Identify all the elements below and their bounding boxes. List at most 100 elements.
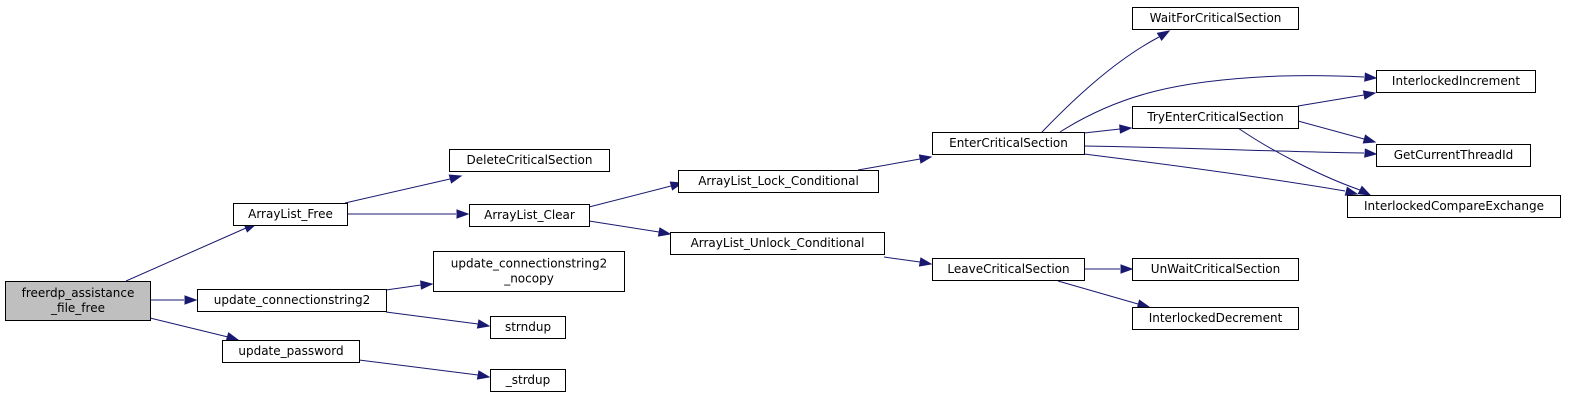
- node-interlockeddecrement[interactable]: InterlockedDecrement: [1132, 307, 1299, 330]
- edge-arraylist-lock-conditional-to-entercriticalsection: [857, 154, 933, 171]
- node-unwaitcriticalsection[interactable]: UnWaitCriticalSection: [1132, 258, 1299, 281]
- node-tryentercriticalsection[interactable]: TryEnterCriticalSection: [1132, 106, 1299, 129]
- node-box[interactable]: [433, 251, 625, 292]
- node-arraylist-unlock-conditional[interactable]: ArrayList_Unlock_Conditional: [670, 232, 885, 255]
- edge-line: [385, 311, 479, 325]
- arrowhead: [476, 319, 491, 329]
- node-box[interactable]: [1132, 258, 1299, 281]
- node-label: TryEnterCriticalSection: [1146, 110, 1283, 124]
- node-box[interactable]: [233, 203, 348, 226]
- edge-entercriticalsection-to-interlockedcompareexchange: [1083, 153, 1359, 196]
- edge-line: [883, 256, 921, 263]
- node-update-connectionstring2-nocopy[interactable]: update_connectionstring2_nocopy: [433, 251, 625, 292]
- arrowhead: [1119, 124, 1133, 134]
- node-freerdp-assistance-file-free[interactable]: freerdp_assistance_file_free: [5, 281, 151, 321]
- node-label: WaitForCriticalSection: [1150, 11, 1282, 25]
- node-box[interactable]: [1132, 106, 1299, 129]
- edge-freerdp-assistance-file-free-to-update-connectionstring2: [150, 295, 198, 305]
- arrowhead: [1120, 264, 1134, 274]
- node-box[interactable]: [490, 369, 566, 392]
- node-strdup[interactable]: _strdup: [490, 369, 566, 392]
- edge-line: [588, 220, 660, 233]
- node-box[interactable]: [1347, 195, 1561, 218]
- edge-entercriticalsection-to-waitforcriticalsection: [1041, 30, 1171, 133]
- arrowhead: [1357, 185, 1372, 196]
- node-update-password[interactable]: update_password: [222, 340, 360, 363]
- node-box[interactable]: [469, 204, 590, 227]
- edge-line: [344, 178, 451, 204]
- node-box[interactable]: [197, 289, 387, 312]
- node-label: DeleteCriticalSection: [467, 153, 593, 167]
- edge-line: [1059, 75, 1365, 133]
- edge-leavecriticalsection-to-unwaitcriticalsection: [1084, 264, 1134, 274]
- node-label: _nocopy: [503, 272, 554, 286]
- arrowhead: [1364, 72, 1378, 82]
- node-box[interactable]: [678, 170, 879, 193]
- edge-entercriticalsection-to-tryentercriticalsection: [1083, 124, 1133, 134]
- node-label: InterlockedDecrement: [1149, 311, 1283, 325]
- arrowhead: [1362, 90, 1377, 100]
- edge-tryentercriticalsection-to-interlockedincrement: [1297, 90, 1377, 107]
- edge-arraylist-free-to-deletecriticalsection: [344, 174, 463, 204]
- edge-freerdp-assistance-file-free-to-arraylist-free: [125, 223, 258, 282]
- node-arraylist-clear[interactable]: ArrayList_Clear: [469, 204, 590, 227]
- arrowhead: [1136, 299, 1151, 309]
- node-deletecriticalsection[interactable]: DeleteCriticalSection: [449, 149, 610, 172]
- node-arraylist-free[interactable]: ArrayList_Free: [233, 203, 348, 226]
- node-label: GetCurrentThreadId: [1394, 148, 1514, 162]
- node-label: update_connectionstring2: [451, 257, 607, 271]
- edge-tryentercriticalsection-to-interlockedcompareexchange: [1237, 127, 1372, 196]
- arrowhead: [448, 174, 463, 184]
- node-box[interactable]: [1376, 144, 1531, 167]
- edge-arraylist-clear-to-arraylist-lock-conditional: [588, 181, 684, 208]
- node-label: update_connectionstring2: [214, 293, 370, 307]
- edge-arraylist-free-to-arraylist-clear: [347, 209, 470, 219]
- node-getcurrentthreadid[interactable]: GetCurrentThreadId: [1376, 144, 1531, 167]
- node-box[interactable]: [490, 316, 566, 339]
- node-box[interactable]: [670, 232, 885, 255]
- node-waitforcriticalsection[interactable]: WaitForCriticalSection: [1132, 7, 1299, 30]
- node-box[interactable]: [1376, 70, 1536, 93]
- node-leavecriticalsection[interactable]: LeaveCriticalSection: [932, 258, 1085, 281]
- edge-arraylist-clear-to-arraylist-unlock-conditional: [588, 220, 672, 237]
- arrowhead: [918, 154, 933, 164]
- node-strndup[interactable]: strndup: [490, 316, 566, 339]
- node-entercriticalsection[interactable]: EnterCriticalSection: [932, 132, 1085, 155]
- node-interlockedincrement[interactable]: InterlockedIncrement: [1376, 70, 1536, 93]
- node-box[interactable]: [449, 149, 610, 172]
- arrowhead: [657, 227, 672, 237]
- node-box[interactable]: [222, 340, 360, 363]
- edge-update-password-to-strdup: [358, 359, 491, 380]
- edge-line: [1041, 36, 1160, 133]
- edges-layer: [125, 30, 1378, 380]
- arrowhead: [1362, 134, 1377, 144]
- node-box[interactable]: [932, 258, 1085, 281]
- edge-line: [1297, 120, 1365, 140]
- node-label: _strdup: [505, 373, 551, 387]
- node-label: UnWaitCriticalSection: [1151, 262, 1280, 276]
- node-label: _file_free: [50, 301, 105, 315]
- node-label: InterlockedIncrement: [1392, 74, 1520, 88]
- edge-line: [149, 317, 229, 338]
- node-box[interactable]: [932, 132, 1085, 155]
- edge-line: [1237, 127, 1361, 191]
- node-label: ArrayList_Free: [248, 207, 333, 221]
- node-box[interactable]: [1132, 7, 1299, 30]
- node-box[interactable]: [5, 281, 151, 321]
- node-box[interactable]: [1132, 307, 1299, 330]
- node-label: ArrayList_Unlock_Conditional: [691, 236, 865, 250]
- node-arraylist-lock-conditional[interactable]: ArrayList_Lock_Conditional: [678, 170, 879, 193]
- edge-line: [1083, 153, 1346, 192]
- node-label: strndup: [505, 320, 551, 334]
- node-interlockedcompareexchange[interactable]: InterlockedCompareExchange: [1347, 195, 1561, 218]
- edge-update-connectionstring2-to-strndup: [385, 311, 491, 329]
- node-update-connectionstring2[interactable]: update_connectionstring2: [197, 289, 387, 312]
- edge-leavecriticalsection-to-interlockeddecrement: [1057, 280, 1151, 309]
- arrowhead: [918, 257, 933, 267]
- node-label: EnterCriticalSection: [949, 136, 1068, 150]
- edge-line: [1083, 128, 1121, 134]
- node-label: LeaveCriticalSection: [947, 262, 1069, 276]
- edge-freerdp-assistance-file-free-to-update-password: [149, 317, 240, 342]
- arrowhead: [420, 280, 434, 290]
